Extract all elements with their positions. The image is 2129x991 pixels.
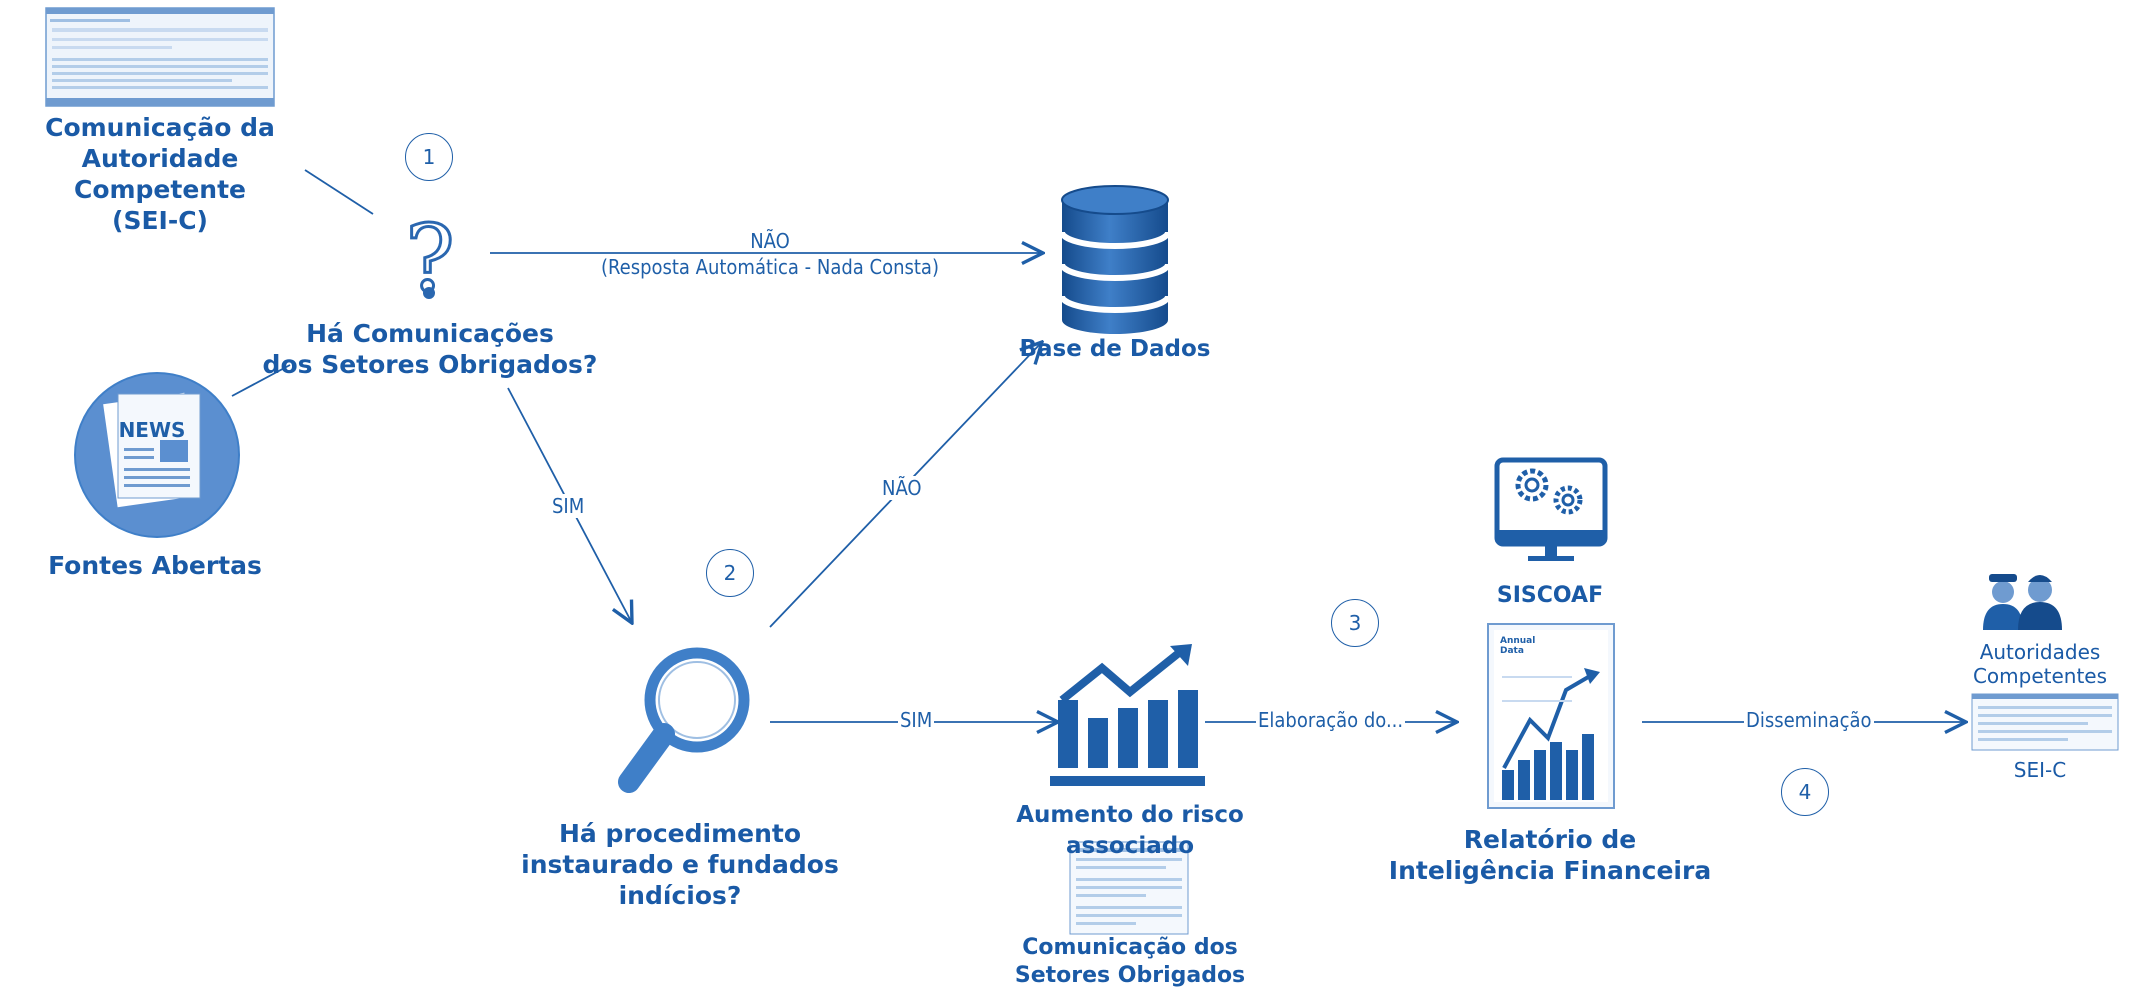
report-icon bbox=[1487, 623, 1615, 809]
edge-nao-resposta: NÃO (Resposta Automática - Nada Consta) bbox=[601, 229, 939, 279]
database-icon bbox=[1059, 185, 1171, 334]
question-icon: ? bbox=[404, 204, 456, 314]
step-circle-2: 2 bbox=[706, 549, 754, 597]
officers-icon bbox=[1983, 574, 2062, 630]
magnifier-icon bbox=[618, 647, 750, 793]
edge-elaboracao: Elaboração do... bbox=[1256, 708, 1406, 732]
node-autoridades: Autoridades Competentes bbox=[1972, 640, 2108, 688]
sei-c-doc-icon bbox=[1971, 693, 2119, 751]
monitor-gears-icon bbox=[1494, 457, 1608, 561]
node-comunicacao-autoridade: Comunicação da Autoridade Competente (SE… bbox=[45, 113, 275, 235]
node-ha-comunicacoes: Há Comunicações dos Setores Obrigados? bbox=[262, 319, 598, 379]
node-base-de-dados: Base de Dados bbox=[1019, 336, 1211, 362]
svg-text:?: ? bbox=[405, 205, 454, 312]
bar-chart-icon bbox=[1050, 644, 1205, 786]
node-aumento-risco: Aumento do risco associado bbox=[1016, 802, 1244, 859]
node-sei-c: SEI-C bbox=[2013, 758, 2067, 782]
node-siscoaf: SISCOAF bbox=[1496, 583, 1604, 608]
news-icon bbox=[74, 372, 240, 538]
step-circle-4: 4 bbox=[1781, 768, 1829, 816]
edge-nao-2: NÃO bbox=[882, 476, 922, 500]
step-circle-1: 1 bbox=[405, 133, 453, 181]
edge-disseminacao: Disseminação bbox=[1744, 708, 1874, 732]
node-fontes-abertas: Fontes Abertas bbox=[48, 551, 262, 580]
node-ha-procedimento: Há procedimento instaurado e fundados in… bbox=[521, 819, 839, 910]
step-circle-3: 3 bbox=[1331, 599, 1379, 647]
edge-sim-1: SIM bbox=[552, 494, 585, 518]
node-relatorio: Relatório de Inteligência Financeira bbox=[1388, 825, 1712, 885]
annual-data-label: Annual Data bbox=[1500, 636, 1536, 656]
document-icon bbox=[45, 7, 275, 107]
edge-sim-2: SIM bbox=[898, 708, 935, 732]
node-comunicacao-setores: Comunicação dos Setores Obrigados bbox=[1014, 935, 1246, 988]
comunicacao-doc-icon bbox=[1069, 841, 1189, 935]
news-badge: NEWS bbox=[118, 418, 186, 442]
